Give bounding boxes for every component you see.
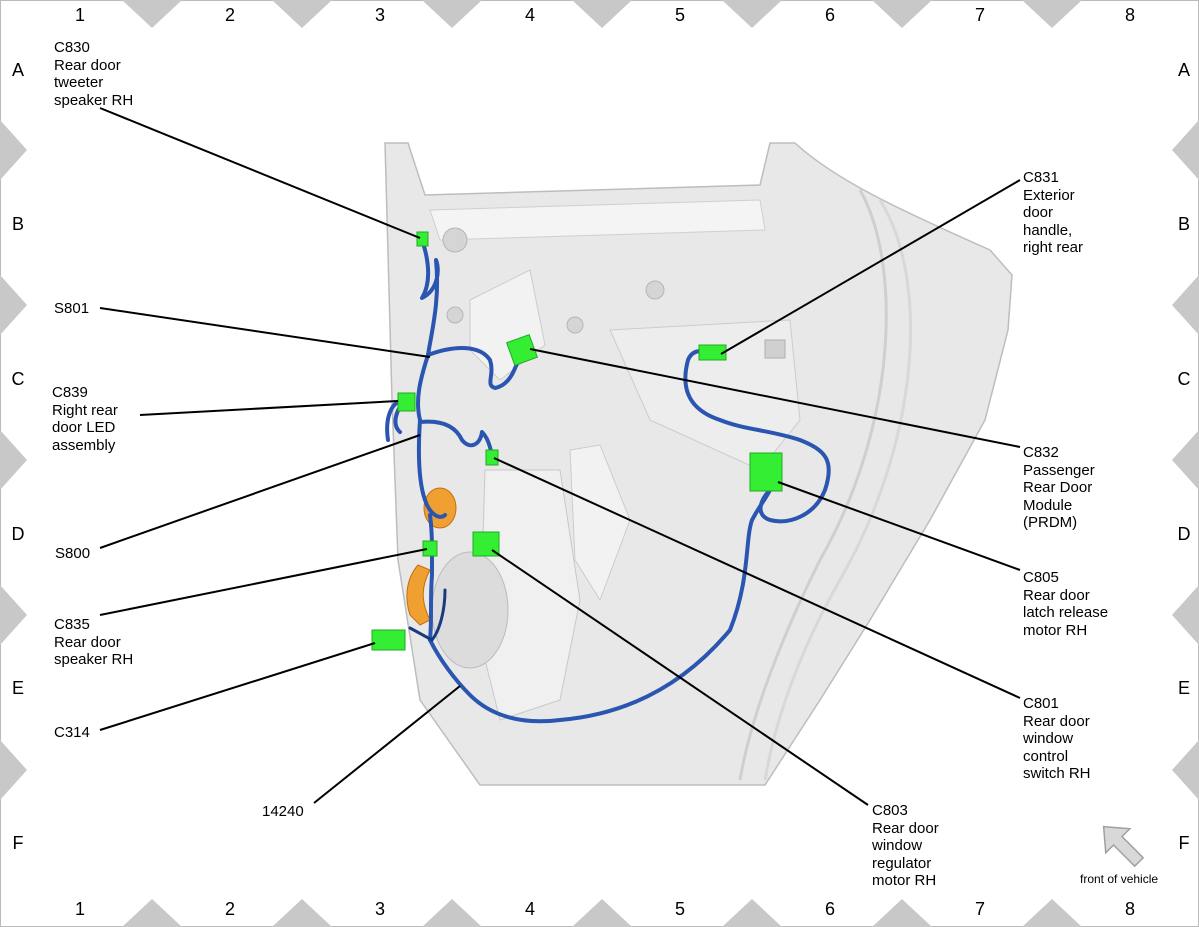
grid-col-bottom-5: 5 (674, 899, 685, 919)
grid-row-left-d: D (11, 524, 25, 544)
leader-c801 (493, 457, 1021, 699)
grid-row-left-e: E (11, 678, 24, 698)
wiring-harness (385, 241, 831, 724)
callout-s801: S801 (54, 300, 90, 317)
leader-14240 (313, 685, 461, 804)
callout-c830: C830 Rear door tweeter speaker RH (54, 39, 134, 109)
leader-c832 (529, 348, 1021, 448)
grid-row-right-b: B (1177, 214, 1190, 234)
callout-c832: C832 Passenger Rear Door Module (PRDM) (1023, 444, 1095, 531)
leader-lines (99, 107, 1021, 806)
grid-col-top-3: 3 (374, 5, 385, 25)
grid-col-top-8: 8 (1124, 5, 1135, 25)
door-panel (384, 142, 1013, 786)
grid-row-left-f: F (12, 833, 24, 853)
grid-row-left-b: B (11, 214, 24, 234)
grid-col-bottom-7: 7 (974, 899, 985, 919)
leader-c803 (491, 549, 869, 806)
callout-c803: C803 Rear door window regulator motor RH (872, 802, 939, 889)
callout-14240: 14240 (262, 803, 304, 820)
arrow-up-left-icon (1102, 825, 1145, 868)
connector-c805 (749, 452, 783, 492)
leader-c839 (139, 400, 399, 416)
connector-c832 (505, 333, 539, 367)
grid-row-right-a: A (1177, 60, 1190, 80)
grid-col-top-7: 7 (974, 5, 985, 25)
connector-c831 (698, 344, 727, 361)
callout-c831: C831 Exterior door handle, right rear (1023, 169, 1084, 256)
connector-c835 (422, 540, 438, 557)
leader-s801 (99, 307, 431, 358)
grid-row-right-c: C (1177, 369, 1191, 389)
leader-c314 (99, 642, 376, 731)
grid-col-bottom-6: 6 (824, 899, 835, 919)
grid-row-left-c: C (11, 369, 25, 389)
grid-col-top-1: 1 (74, 5, 85, 25)
leader-c805 (777, 481, 1021, 571)
leader-c835 (99, 548, 428, 616)
front-of-vehicle-label: front of vehicle (1080, 872, 1159, 886)
grid-row-right-d: D (1177, 524, 1191, 544)
callout-c801: C801 Rear door window control switch RH (1023, 695, 1091, 782)
grid-col-bottom-2: 2 (224, 899, 235, 919)
grid-col-bottom-1: 1 (74, 899, 85, 919)
leader-s800 (99, 434, 421, 549)
grid-col-bottom-4: 4 (524, 899, 535, 919)
grid-col-bottom-3: 3 (374, 899, 385, 919)
connector-c839 (397, 392, 416, 412)
grid-col-top-5: 5 (674, 5, 685, 25)
connector-c314 (371, 629, 406, 651)
grid-row-left-a: A (11, 60, 24, 80)
grid-col-bottom-8: 8 (1124, 899, 1135, 919)
grid-col-top-2: 2 (224, 5, 235, 25)
callout-c835: C835 Rear door speaker RH (54, 616, 134, 668)
grid-row-right-e: E (1177, 678, 1190, 698)
grid-row-right-f: F (1178, 833, 1190, 853)
callout-s800: S800 (55, 545, 91, 562)
leader-c831 (720, 179, 1021, 355)
leader-c830 (99, 107, 421, 239)
connector-c830 (416, 231, 429, 247)
grid-col-top-4: 4 (524, 5, 535, 25)
grid-col-top-6: 6 (824, 5, 835, 25)
connector-c801 (485, 449, 499, 466)
callout-c839: C839 Right rear door LED assembly (52, 384, 118, 454)
callout-c805: C805 Rear door latch release motor RH (1023, 569, 1109, 639)
connectors (371, 231, 783, 651)
callout-c314: C314 (54, 724, 90, 741)
